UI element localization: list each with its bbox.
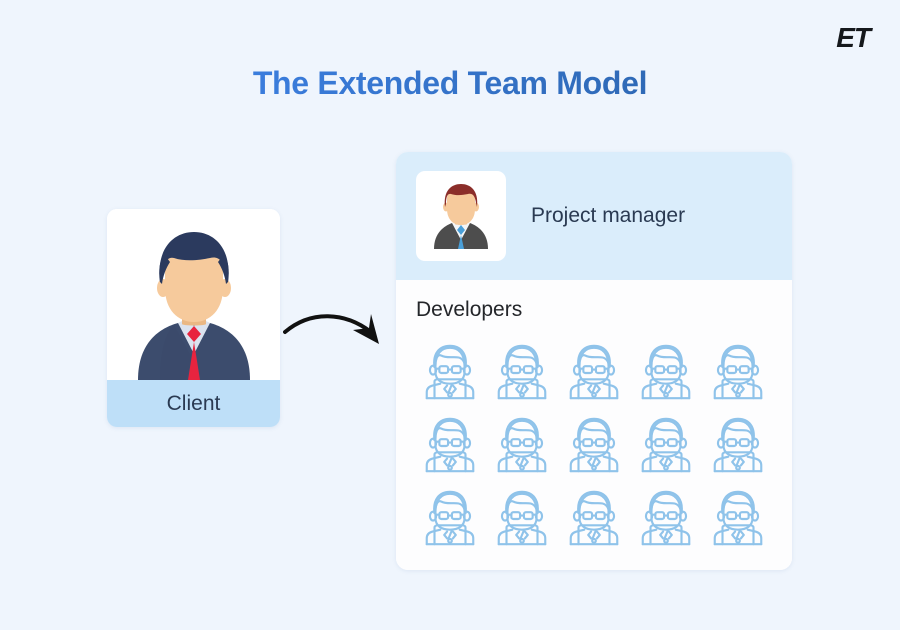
- client-avatar-icon: [137, 232, 250, 380]
- developer-icon: [713, 491, 763, 546]
- developer-icon: [641, 417, 691, 473]
- curved-arrow-icon: [283, 314, 379, 344]
- et-logo: ET: [836, 22, 871, 53]
- page-title: The Extended Team Model: [0, 65, 900, 102]
- project-manager-row: Project manager: [396, 152, 792, 280]
- developer-icon: [425, 491, 475, 546]
- developer-icon: [497, 491, 547, 546]
- client-card: Client: [107, 209, 280, 427]
- project-manager-avatar-box: [416, 171, 506, 261]
- developer-icon: [497, 417, 547, 473]
- developer-icon: [641, 344, 691, 399]
- project-manager-label: Project manager: [531, 204, 686, 227]
- developer-icon: [641, 491, 691, 546]
- client-photo: [107, 209, 280, 380]
- developer-icon: [569, 491, 619, 546]
- client-label: Client: [107, 380, 280, 427]
- project-manager-avatar-icon: [434, 184, 488, 249]
- developer-icon: [713, 417, 763, 473]
- developer-icon: [425, 344, 475, 399]
- team-panel: Project manager Developers: [396, 152, 792, 570]
- developer-icon: [497, 344, 547, 399]
- developer-icon: [713, 344, 763, 399]
- developers-label: Developers: [416, 298, 523, 321]
- developers-grid: [414, 336, 774, 556]
- developer-icon: [569, 417, 619, 473]
- developer-icon: [569, 344, 619, 399]
- developer-icon: [425, 417, 475, 473]
- developers-section: Developers: [396, 280, 792, 570]
